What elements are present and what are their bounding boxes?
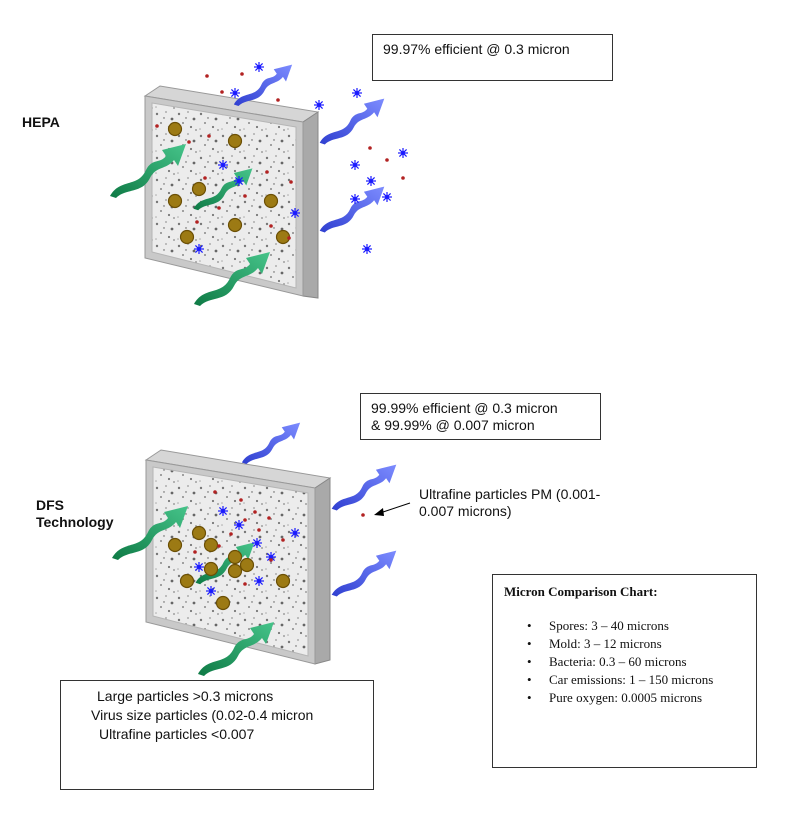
dfs-outflow-arrow	[331, 464, 397, 511]
legend-item-virus: Virus size particles (0.02-0.4 micron	[91, 707, 313, 724]
ultrafine-note: Ultrafine particles PM (0.001- 0.007 mic…	[419, 486, 600, 520]
dfs-efficiency-box: 99.99% efficient @ 0.3 micron & 99.99% @…	[360, 393, 601, 440]
micron-chart-list: •Spores: 3 – 40 microns •Mold: 3 – 12 mi…	[509, 617, 719, 707]
dfs-ultrafine-particles	[193, 490, 365, 586]
ultrafine-note-line2: 0.007 microns)	[419, 503, 512, 519]
dfs-efficiency-line2: & 99.99% @ 0.007 micron	[371, 417, 535, 433]
hepa-outflow-arrow	[233, 64, 293, 106]
dfs-efficiency-text: 99.99% efficient @ 0.3 micron & 99.99% @…	[371, 400, 558, 434]
dfs-label-line2: Technology	[36, 514, 114, 530]
hepa-efficiency-text: 99.97% efficient @ 0.3 micron	[383, 41, 570, 57]
ultrafine-note-line1: Ultrafine particles PM (0.001-	[419, 486, 601, 502]
micron-chart-item: •Car emissions: 1 – 150 microns	[527, 672, 714, 687]
legend-text-large: Large particles >0.3 microns	[97, 688, 274, 704]
hepa-ultrafine-particles	[155, 72, 405, 240]
hepa-outflow-arrow	[319, 98, 385, 145]
legend-text-ultrafine: Ultrafine particles <0.007	[99, 726, 255, 742]
dfs-outflow-arrow	[331, 550, 397, 597]
micron-chart-item: •Pure oxygen: 0.0005 microns	[527, 690, 703, 705]
dfs-label-line1: DFS	[36, 497, 64, 513]
legend-text-virus: Virus size particles (0.02-0.4 micron	[91, 707, 314, 723]
dfs-efficiency-line1: 99.99% efficient @ 0.3 micron	[371, 400, 558, 416]
micron-comparison-chart: Micron Comparison Chart: •Spores: 3 – 40…	[492, 574, 757, 768]
micron-chart-item: •Mold: 3 – 12 microns	[527, 636, 662, 651]
hepa-filter	[143, 85, 320, 299]
ultrafine-annotation-arrow	[374, 502, 411, 516]
micron-chart-item: •Bacteria: 0.3 – 60 microns	[527, 654, 687, 669]
hepa-efficiency-box: 99.97% efficient @ 0.3 micron	[372, 34, 613, 81]
legend-item-large: Large particles >0.3 microns	[97, 688, 273, 705]
particle-legend: Large particles >0.3 microns Virus size …	[60, 680, 374, 790]
hepa-outflow-arrow	[319, 186, 385, 233]
micron-chart-item: •Spores: 3 – 40 microns	[527, 618, 669, 633]
dfs-outflow-arrow	[241, 422, 301, 464]
legend-item-ultrafine: Ultrafine particles <0.007	[99, 726, 254, 743]
hepa-label: HEPA	[22, 114, 60, 130]
dfs-label: DFS Technology	[36, 497, 114, 531]
micron-chart-title: Micron Comparison Chart:	[504, 584, 658, 599]
